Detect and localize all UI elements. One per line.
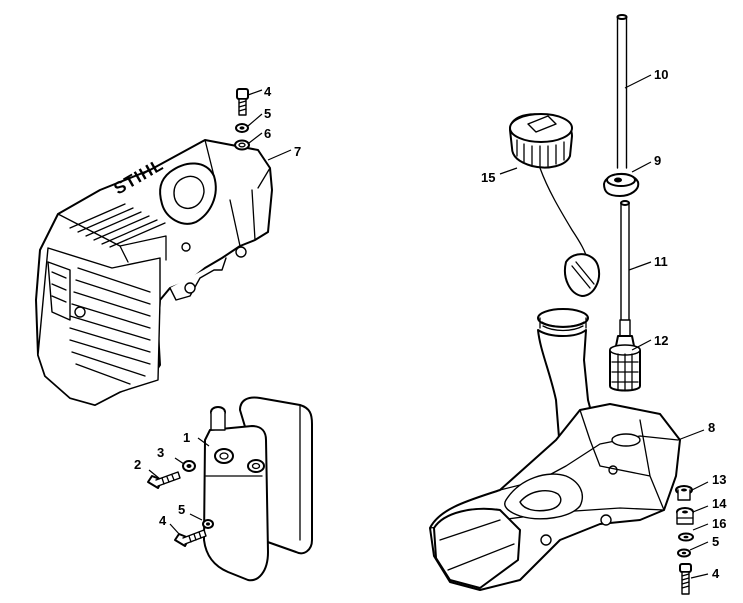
fuel-hose-lower — [619, 200, 631, 337]
callout-10: 10 — [654, 67, 668, 82]
callout-14: 14 — [712, 496, 727, 511]
screw-muffler-lower — [174, 529, 207, 547]
callout-1: 1 — [183, 430, 190, 445]
washer-muffler-upper — [182, 460, 196, 472]
callout-4-muffler: 4 — [159, 513, 167, 528]
washer-muffler-lower — [202, 519, 214, 529]
leader-lines — [148, 74, 709, 579]
washer-16 — [678, 532, 694, 542]
callout-4-top: 4 — [264, 84, 272, 99]
engine-shroud: STIHL — [35, 139, 273, 406]
fuel-hose-upper — [616, 14, 628, 169]
callout-5-tank: 5 — [712, 534, 719, 549]
callout-5-muffler: 5 — [178, 502, 185, 517]
callout-15: 15 — [481, 170, 495, 185]
callout-numbers: 4 5 6 7 1 2 3 4 5 10 15 9 11 12 8 13 14 … — [134, 67, 727, 581]
callout-2: 2 — [134, 457, 141, 472]
callout-5-top: 5 — [264, 106, 271, 121]
screw-muffler-upper — [147, 471, 181, 489]
callout-6: 6 — [264, 126, 271, 141]
callout-11: 11 — [654, 254, 668, 269]
nut-top — [234, 139, 250, 151]
callout-8: 8 — [708, 420, 715, 435]
fuel-tank — [429, 308, 681, 591]
muffler — [203, 396, 313, 582]
callout-3: 3 — [157, 445, 164, 460]
callout-13: 13 — [712, 472, 726, 487]
screw-top — [236, 88, 249, 116]
screw-4-tank — [679, 563, 692, 595]
callout-4-tank: 4 — [712, 566, 720, 581]
callout-7: 7 — [294, 144, 301, 159]
callout-9: 9 — [654, 153, 661, 168]
spacer-14 — [676, 507, 694, 525]
washer-top — [235, 123, 249, 133]
callout-16: 16 — [712, 516, 726, 531]
fuel-filter — [609, 335, 641, 392]
fuel-cap — [509, 113, 600, 297]
bushing-13 — [675, 485, 693, 501]
callout-12: 12 — [654, 333, 668, 348]
grommet — [603, 173, 640, 197]
washer-5-tank — [677, 548, 691, 558]
